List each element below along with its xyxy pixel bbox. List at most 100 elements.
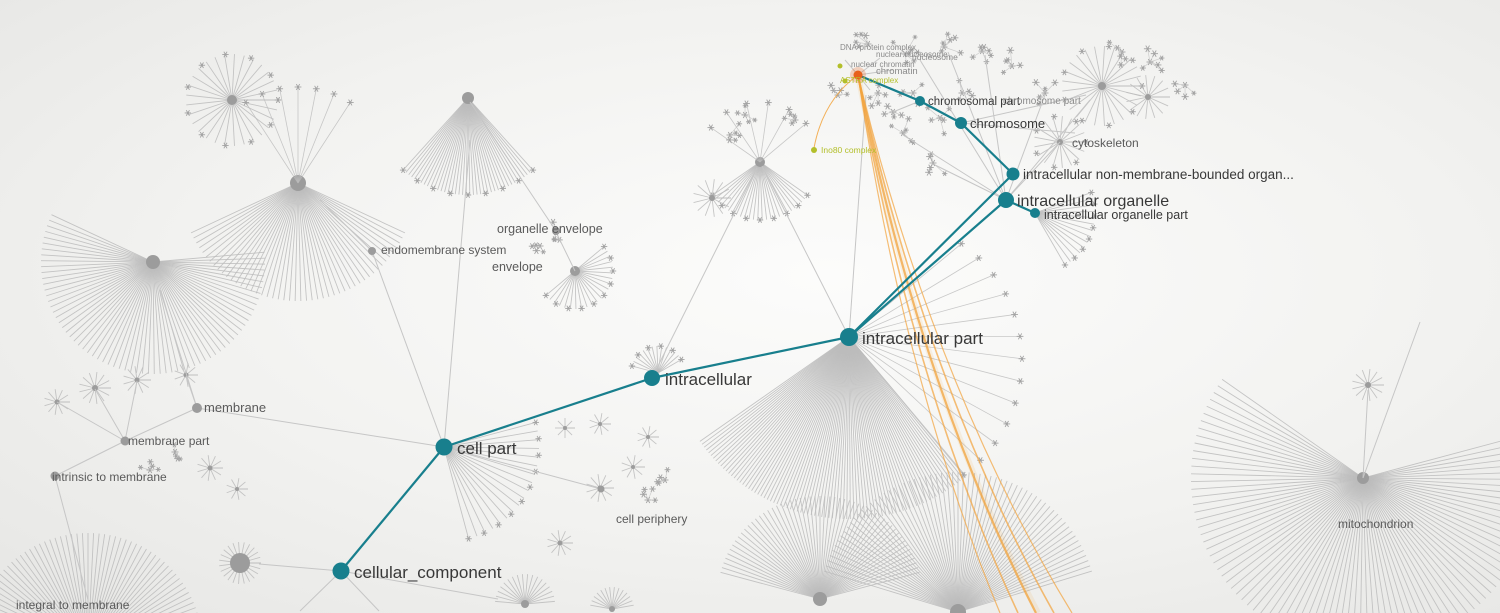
- fan-cluster: [699, 336, 967, 519]
- term-label[interactable]: ASTRA complex: [840, 76, 898, 85]
- term-label[interactable]: intrinsic to membrane: [52, 470, 167, 484]
- fan-core-node[interactable]: [1145, 94, 1151, 100]
- asterisk-cluster: [639, 485, 659, 504]
- fan-cluster: [219, 542, 261, 584]
- term-label[interactable]: cytoskeleton: [1072, 136, 1139, 150]
- fan-core-node[interactable]: [462, 92, 474, 104]
- graph-edge: [960, 94, 1087, 124]
- term-label[interactable]: chromosome part: [1003, 96, 1081, 107]
- node-label-intracellular-part[interactable]: intracellular part: [862, 329, 983, 348]
- graph-node-intracellular-part[interactable]: [840, 328, 858, 346]
- graph-edge: [1005, 99, 1091, 201]
- fan-core-node[interactable]: [146, 255, 160, 269]
- graph-node-minor[interactable]: [120, 436, 130, 446]
- fan-core-node[interactable]: [609, 606, 615, 612]
- node-label-cell-part[interactable]: cell part: [457, 439, 517, 458]
- fan-core-node[interactable]: [950, 604, 966, 613]
- asterisk-cluster: [654, 466, 671, 487]
- term-label[interactable]: chromatin: [876, 66, 918, 77]
- fan-core-node[interactable]: [1098, 82, 1106, 90]
- node-label-cellular-component[interactable]: cellular_component: [354, 563, 502, 582]
- graph-edge: [555, 231, 576, 272]
- complex-node[interactable]: [842, 78, 848, 84]
- term-label[interactable]: nuclear nucleosome: [876, 50, 948, 59]
- term-label[interactable]: nucleosome: [912, 52, 958, 62]
- orange-edge: [857, 74, 1001, 613]
- graph-node-minor[interactable]: [50, 471, 60, 481]
- fan-core-node[interactable]: [134, 377, 140, 383]
- term-label[interactable]: integral to membrane: [16, 598, 130, 612]
- graph-node-cell-part[interactable]: [435, 438, 453, 456]
- fan-cluster: [197, 455, 223, 481]
- fan-cluster: [41, 214, 265, 374]
- fan-core-node[interactable]: [557, 540, 563, 546]
- term-label[interactable]: envelope: [492, 260, 543, 274]
- fan-core-node[interactable]: [207, 465, 213, 471]
- fan-core-node[interactable]: [709, 195, 715, 201]
- fan-cluster: [542, 243, 617, 312]
- node-label-intracellular-non-membrane-bounded-organelle[interactable]: intracellular non-membrane-bounded organ…: [1023, 167, 1294, 182]
- node-label-intracellular-organelle-part[interactable]: intracellular organelle part: [1044, 208, 1188, 222]
- graph-edge: [469, 101, 557, 232]
- node-label-intracellular[interactable]: intracellular: [665, 370, 752, 389]
- term-label[interactable]: Ino80 complex: [821, 145, 877, 155]
- path-edge: [848, 173, 1014, 338]
- graph-node-cellular-component[interactable]: [332, 562, 350, 580]
- fan-core-node[interactable]: [92, 385, 98, 391]
- graph-edge: [960, 122, 1076, 134]
- graph-node-intracellular-organelle[interactable]: [998, 192, 1014, 208]
- fan-cluster: [443, 419, 542, 542]
- graph-node-minor[interactable]: [597, 485, 605, 493]
- term-label[interactable]: nuclear chromatin: [851, 60, 915, 69]
- graph-node-chromatin-hot[interactable]: [853, 70, 863, 80]
- term-label[interactable]: mitochondrion: [1338, 517, 1413, 531]
- term-label[interactable]: membrane: [204, 400, 266, 415]
- complex-node[interactable]: [811, 147, 817, 153]
- asterisk-cluster: [853, 31, 872, 50]
- fan-core-node[interactable]: [563, 426, 567, 430]
- term-label[interactable]: endomembrane system: [381, 243, 506, 257]
- gray-edge-layer: [50, 51, 1421, 612]
- fan-cluster: [628, 343, 685, 374]
- path-edge: [857, 73, 921, 103]
- asterisk-cluster: [880, 102, 906, 120]
- graph-node-minor[interactable]: [552, 227, 560, 235]
- fan-core-node[interactable]: [1365, 382, 1371, 388]
- fan-core-node[interactable]: [227, 95, 237, 105]
- node-label-chromosomal-part[interactable]: chromosomal part: [928, 96, 1021, 108]
- fan-core-node[interactable]: [631, 465, 635, 469]
- term-label[interactable]: DNA-protein complex: [840, 43, 916, 52]
- fan-core-node[interactable]: [235, 487, 239, 491]
- orange-edge: [857, 74, 1055, 613]
- term-label[interactable]: organelle envelope: [497, 222, 603, 236]
- fan-core-node[interactable]: [813, 592, 827, 606]
- label-layer: cellular_component cell part intracellular…: [16, 43, 1413, 612]
- graph-node-minor[interactable]: [368, 247, 376, 255]
- graph-node-minor[interactable]: [192, 403, 202, 413]
- node-label-chromosome[interactable]: chromosome: [970, 116, 1045, 131]
- graph-edge: [902, 134, 1007, 201]
- graph-node-intracellular[interactable]: [644, 370, 660, 386]
- fan-core-node[interactable]: [646, 435, 650, 439]
- graph-node-intracellular-organelle-part[interactable]: [1030, 208, 1040, 218]
- graph-node-chromosome[interactable]: [955, 117, 967, 129]
- asterisk-arc: [242, 83, 354, 184]
- fan-cluster: [123, 366, 151, 394]
- graph-node-chromosomal-part[interactable]: [915, 96, 925, 106]
- graph-edge: [319, 199, 373, 252]
- asterisk-cluster: [725, 120, 743, 144]
- term-label[interactable]: membrane part: [128, 434, 210, 448]
- fan-cluster: [495, 574, 555, 608]
- fan-cluster: [621, 455, 645, 479]
- graph-node-intracellular-non-membrane-bounded-organelle[interactable]: [1006, 167, 1020, 181]
- fan-core-node[interactable]: [230, 553, 250, 573]
- fan-core-node[interactable]: [521, 600, 529, 608]
- orange-edge: [857, 74, 1073, 613]
- fan-core-node[interactable]: [598, 422, 602, 426]
- complex-node[interactable]: [837, 63, 843, 69]
- term-label[interactable]: cell periphery: [616, 512, 687, 526]
- asterisk-cluster: [137, 458, 161, 474]
- node-label-intracellular-organelle[interactable]: intracellular organelle: [1017, 193, 1169, 210]
